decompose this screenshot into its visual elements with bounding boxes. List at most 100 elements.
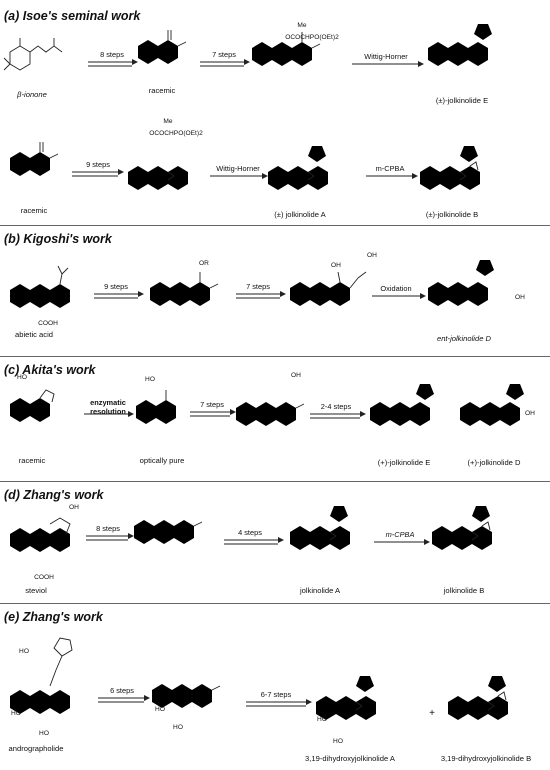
- reaction-arrow: [236, 291, 286, 299]
- molecule-dihydroxyjolkinolide-a: [316, 670, 382, 728]
- functional-group: HO: [19, 648, 29, 655]
- compound-label: racemic: [148, 86, 176, 95]
- molecule-jolkinolide-a: [290, 500, 356, 558]
- molecule-intermediate-c: [236, 398, 305, 434]
- section-header: (c) Akita's work: [4, 360, 108, 380]
- compound-label: (±)-jolkinolide E: [435, 96, 489, 105]
- molecule-jolkinolide-b-racemic: [420, 140, 486, 198]
- compound-label: optically pure: [139, 456, 185, 465]
- reaction-arrow: [84, 411, 134, 417]
- molecule-ent-jolkinolide-d: [428, 254, 502, 314]
- functional-group: OH: [69, 504, 79, 511]
- section-title: (d) Zhang's work: [4, 488, 104, 502]
- reagent-group: OCOCHPO(OEt)2: [149, 130, 203, 137]
- functional-group: OH: [515, 294, 525, 301]
- compound-label: racemic: [20, 206, 48, 215]
- reaction-arrow: [190, 409, 236, 417]
- molecule-jolkinolide-b: [432, 500, 498, 558]
- section-c: (c) Akita's work: [0, 356, 550, 482]
- functional-group: COOH: [34, 574, 54, 581]
- molecule-jolkinolide-a-racemic: [268, 140, 334, 198]
- reaction-arrow: [366, 173, 418, 179]
- arrow-label: 6-7 steps: [260, 690, 292, 699]
- reaction-arrow: [210, 173, 268, 179]
- functional-group: HO: [173, 724, 183, 731]
- compound-label: ent-jolkinolide D: [436, 334, 492, 343]
- section-d: (d) Zhang's work: [0, 481, 550, 604]
- compound-label: (±)-jolkinolide B: [425, 210, 479, 219]
- functional-group: OR: [199, 260, 209, 267]
- arrow-label: 8 steps: [100, 50, 124, 59]
- molecule-intermediate-b2: [290, 271, 367, 314]
- molecule-andrographolide: [10, 637, 73, 722]
- reaction-arrow: [72, 169, 124, 177]
- molecule-optically-pure: [136, 390, 176, 431]
- arrow-label: Wittig-Horner: [216, 164, 260, 173]
- molecule-racemic-a1: [138, 30, 187, 71]
- molecule-beta-ionone: [3, 38, 63, 71]
- arrow-label: Oxidation: [380, 284, 412, 293]
- compound-label: jolkinolide B: [443, 586, 485, 595]
- compound-label: steviol: [25, 586, 47, 595]
- molecule-jolkinolide-e-plus: [370, 378, 442, 434]
- reaction-arrow: [374, 539, 430, 545]
- section-header: (b) Kigoshi's work: [4, 229, 124, 249]
- section-e: (e) Zhang's work: [0, 603, 550, 770]
- plus-sign: +: [429, 708, 435, 719]
- arrow-label: 9 steps: [104, 282, 128, 291]
- functional-group: HO: [317, 716, 327, 723]
- arrow-label: 4 steps: [238, 528, 262, 537]
- molecule-abietic-acid: [10, 265, 70, 316]
- reaction-arrow: [352, 61, 424, 67]
- molecule-jolkinolide-e-racemic: [428, 18, 500, 74]
- molecule-intermediate-d: [134, 516, 203, 552]
- reaction-arrow: [246, 699, 312, 707]
- functional-group: COOH: [38, 320, 58, 327]
- reaction-arrow: [94, 291, 144, 299]
- molecule-dihydroxyjolkinolide-b: [448, 670, 514, 728]
- arrow-label: m-CPBA: [375, 164, 405, 173]
- arrow-label: Wittig-Horner: [364, 52, 408, 61]
- reaction-arrow: [98, 695, 150, 703]
- arrow-label: 2-4 steps: [320, 402, 352, 411]
- functional-group: HO: [17, 374, 27, 381]
- arrow-label: enzymatic resolution: [90, 398, 126, 416]
- functional-group: OH: [291, 372, 301, 379]
- reaction-arrow: [372, 293, 426, 299]
- arrow-label: 7 steps: [246, 282, 270, 291]
- molecule-intermediate-b1: [150, 272, 219, 314]
- section-title: (b) Kigoshi's work: [4, 232, 112, 246]
- functional-group: OH: [525, 410, 535, 417]
- arrow-label: 7 steps: [212, 50, 236, 59]
- molecule-intermediate-a1: [252, 32, 321, 74]
- section-header: (d) Zhang's work: [4, 485, 116, 505]
- section-title: (e) Zhang's work: [4, 610, 103, 624]
- arrow-label: 6 steps: [110, 686, 134, 695]
- section-b: (b) Kigoshi's work: [0, 225, 550, 357]
- compound-label: (+)-jolkinolide E: [377, 458, 431, 467]
- arrow-label: 7 steps: [200, 400, 224, 409]
- molecule-steviol: [10, 517, 71, 560]
- reaction-arrow: [200, 59, 250, 67]
- functional-group: HO: [11, 710, 21, 717]
- compound-label: abietic acid: [15, 330, 53, 339]
- functional-group: HO: [333, 738, 343, 745]
- reagent-group: Me: [297, 22, 307, 29]
- arrow-label: 8 steps: [96, 524, 120, 533]
- molecule-jolkinolide-d-plus: [460, 378, 532, 434]
- molecule-intermediate-e: [152, 680, 221, 716]
- functional-group: OH: [367, 252, 377, 259]
- compound-label: 3,19-dihydroxyjolkinolide B: [440, 754, 532, 763]
- section-a: (a) Isoe's seminal work: [0, 3, 550, 225]
- functional-group: HO: [39, 730, 49, 737]
- compound-label: racemic: [18, 456, 46, 465]
- arrow-label: 9 steps: [86, 160, 110, 169]
- compound-label: jolkinolide A: [299, 586, 341, 595]
- compound-label: (+)-jolkinolide D: [467, 458, 521, 467]
- reaction-arrow: [86, 533, 134, 541]
- reaction-arrow: [88, 59, 138, 67]
- arrow-label: m-CPBA: [385, 530, 415, 539]
- reaction-arrow: [224, 537, 284, 545]
- section-title: (a) Isoe's seminal work: [4, 9, 141, 23]
